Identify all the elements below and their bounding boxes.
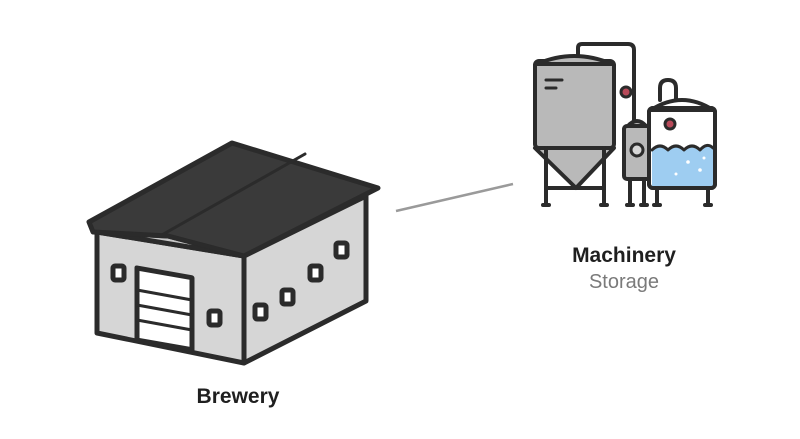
machinery-label: Machinery [572,244,676,267]
connector-line [395,182,514,213]
machinery-sublabel: Storage [588,271,660,293]
warehouse-icon [86,140,381,366]
brewery-label: Brewery [196,385,280,408]
brewing-tanks-icon [533,42,717,207]
